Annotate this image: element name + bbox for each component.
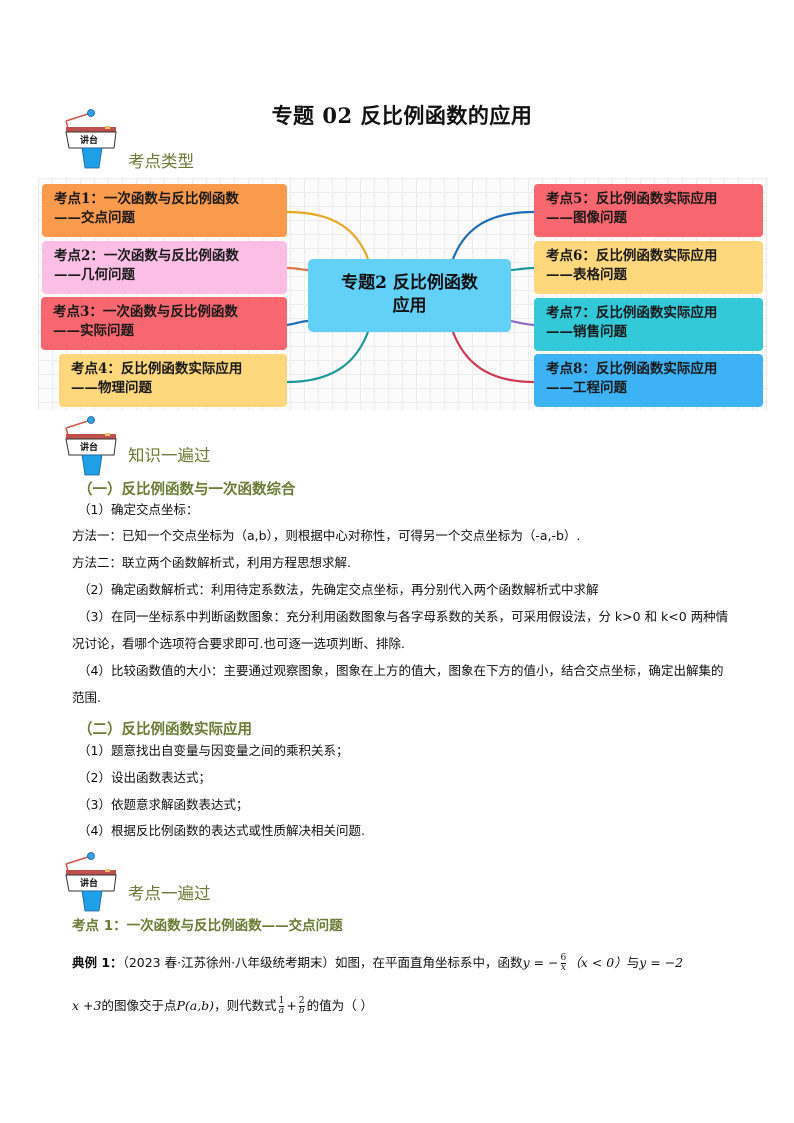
mindmap-node-point-3: 考点3：一次函数与反比例函数 ——实际问题 [41, 297, 287, 350]
knowledge-item: 方法一：已知一个交点坐标为（a,b），则根据中心对称性，可得另一个交点坐标为（-… [72, 528, 581, 543]
denominator: b [298, 1006, 305, 1016]
numerator: 2 [298, 996, 305, 1006]
equation: y = − [522, 955, 559, 970]
mindmap-node-point-8: 考点8：反比例函数实际应用 ——工程问题 [534, 354, 763, 407]
node-subtitle: ——销售问题 [546, 324, 627, 340]
node-title: 考点5：反比例函数实际应用 [546, 191, 718, 207]
knowledge-part1-heading: （一）反比例函数与一次函数综合 [78, 482, 296, 498]
example-text: 与 [626, 955, 640, 970]
knowledge-item: （3）依题意求解函数表达式； [78, 797, 249, 812]
node-subtitle: ——物理问题 [71, 380, 152, 396]
example-text: 的图像交于点 [101, 998, 177, 1013]
mindmap-node-point-4: 考点4：反比例函数实际应用 ——物理问题 [59, 354, 287, 407]
example-label: 典例 1： [72, 955, 123, 970]
mindmap-node-point-1: 考点1：一次函数与反比例函数 ——交点问题 [42, 184, 287, 237]
podium-label: 讲台 [80, 136, 99, 146]
section-heading-types: 考点类型 [128, 152, 194, 171]
node-subtitle: ——工程问题 [546, 380, 627, 396]
node-subtitle: ——交点问题 [54, 210, 135, 226]
equation: x +3 [72, 998, 102, 1013]
node-title: 考点4：反比例函数实际应用 [71, 361, 243, 377]
denominator: a [278, 1006, 285, 1016]
podium-label: 讲台 [80, 879, 99, 889]
podium-label: 讲台 [80, 443, 99, 453]
mindmap-connectors [286, 210, 535, 384]
knowledge-item: 方法二：联立两个函数解析式，利用方程思想求解. [72, 555, 351, 570]
center-title-line2: 应用 [392, 296, 427, 316]
node-title: 考点3：一次函数与反比例函数 [53, 304, 238, 320]
node-title: 考点2：一次函数与反比例函数 [54, 248, 239, 264]
node-title: 考点6：反比例函数实际应用 [546, 248, 718, 264]
condition: （x < 0） [568, 955, 627, 970]
knowledge-item: （2）确定函数解析式：利用待定系数法，先确定交点坐标，再分别代入两个函数解析式中… [78, 582, 599, 597]
document-title: 专题 02 反比例函数的应用 [271, 103, 533, 128]
podium-icon: 讲台 [62, 415, 122, 477]
section-heading-knowledge: 知识一遍过 [128, 446, 211, 465]
mindmap-center-node: 专题2 反比例函数 应用 [308, 259, 511, 332]
mindmap-node-point-7: 考点7：反比例函数实际应用 ——销售问题 [534, 298, 763, 351]
denominator: x [560, 963, 567, 973]
knowledge-part2-heading: （二）反比例函数实际应用 [78, 722, 252, 738]
knowledge-item: （4）根据反比例函数的表达式或性质解决相关问题. [78, 823, 365, 838]
plus-sign: + [286, 998, 297, 1013]
example-text: 的值为（ ） [306, 998, 374, 1013]
equation: y = −2 [639, 955, 684, 970]
example-line-1: 典例 1：（2023 春·江苏徐州·八年级统考期末）如图，在平面直角坐标系中，函… [72, 952, 683, 974]
node-subtitle: ——实际问题 [53, 323, 134, 339]
example-text: 如图，在平面直角坐标系中，函数 [335, 955, 523, 970]
node-subtitle: ——图像问题 [546, 210, 627, 226]
podium-icon: 讲台 [62, 108, 122, 170]
center-title-line1: 专题2 反比例函数 [341, 273, 478, 293]
section-heading-points: 考点一遍过 [128, 884, 211, 903]
mindmap-node-point-2: 考点2：一次函数与反比例函数 ——几何问题 [42, 241, 287, 294]
numerator: 6 [560, 953, 567, 963]
knowledge-item: （2）设出函数表达式； [78, 770, 211, 785]
knowledge-item: （4）比较函数值的大小：主要通过观察图象，图象在上方的值大，图象在下方的值小，结… [72, 663, 724, 705]
node-title: 考点8：反比例函数实际应用 [546, 361, 718, 377]
knowledge-item: （1）题意找出自变量与因变量之间的乘积关系； [78, 743, 349, 758]
example-text: ，则代数式 [214, 998, 277, 1013]
mindmap-node-point-6: 考点6：反比例函数实际应用 ——表格问题 [534, 241, 763, 294]
node-subtitle: ——表格问题 [546, 267, 627, 283]
podium-icon: 讲台 [62, 851, 122, 913]
knowledge-item: （1）确定交点坐标： [78, 502, 199, 517]
node-subtitle: ——几何问题 [54, 267, 135, 283]
example-source: （2023 春·江苏徐州·八年级统考期末） [122, 955, 336, 970]
node-title: 考点7：反比例函数实际应用 [546, 305, 718, 321]
point-label: P(a,b) [176, 998, 215, 1013]
mindmap-diagram: 考点1：一次函数与反比例函数 ——交点问题 考点2：一次函数与反比例函数 ——几… [38, 178, 768, 410]
node-title: 考点1：一次函数与反比例函数 [54, 191, 239, 207]
mindmap-node-point-5: 考点5：反比例函数实际应用 ——图像问题 [534, 184, 763, 237]
knowledge-item: （3）在同一坐标系中判断函数图象：充分利用函数图象与各字母系数的关系，可采用假设… [72, 609, 729, 651]
point1-heading: 考点 1：一次函数与反比例函数——交点问题 [72, 918, 343, 934]
numerator: 1 [278, 996, 285, 1006]
